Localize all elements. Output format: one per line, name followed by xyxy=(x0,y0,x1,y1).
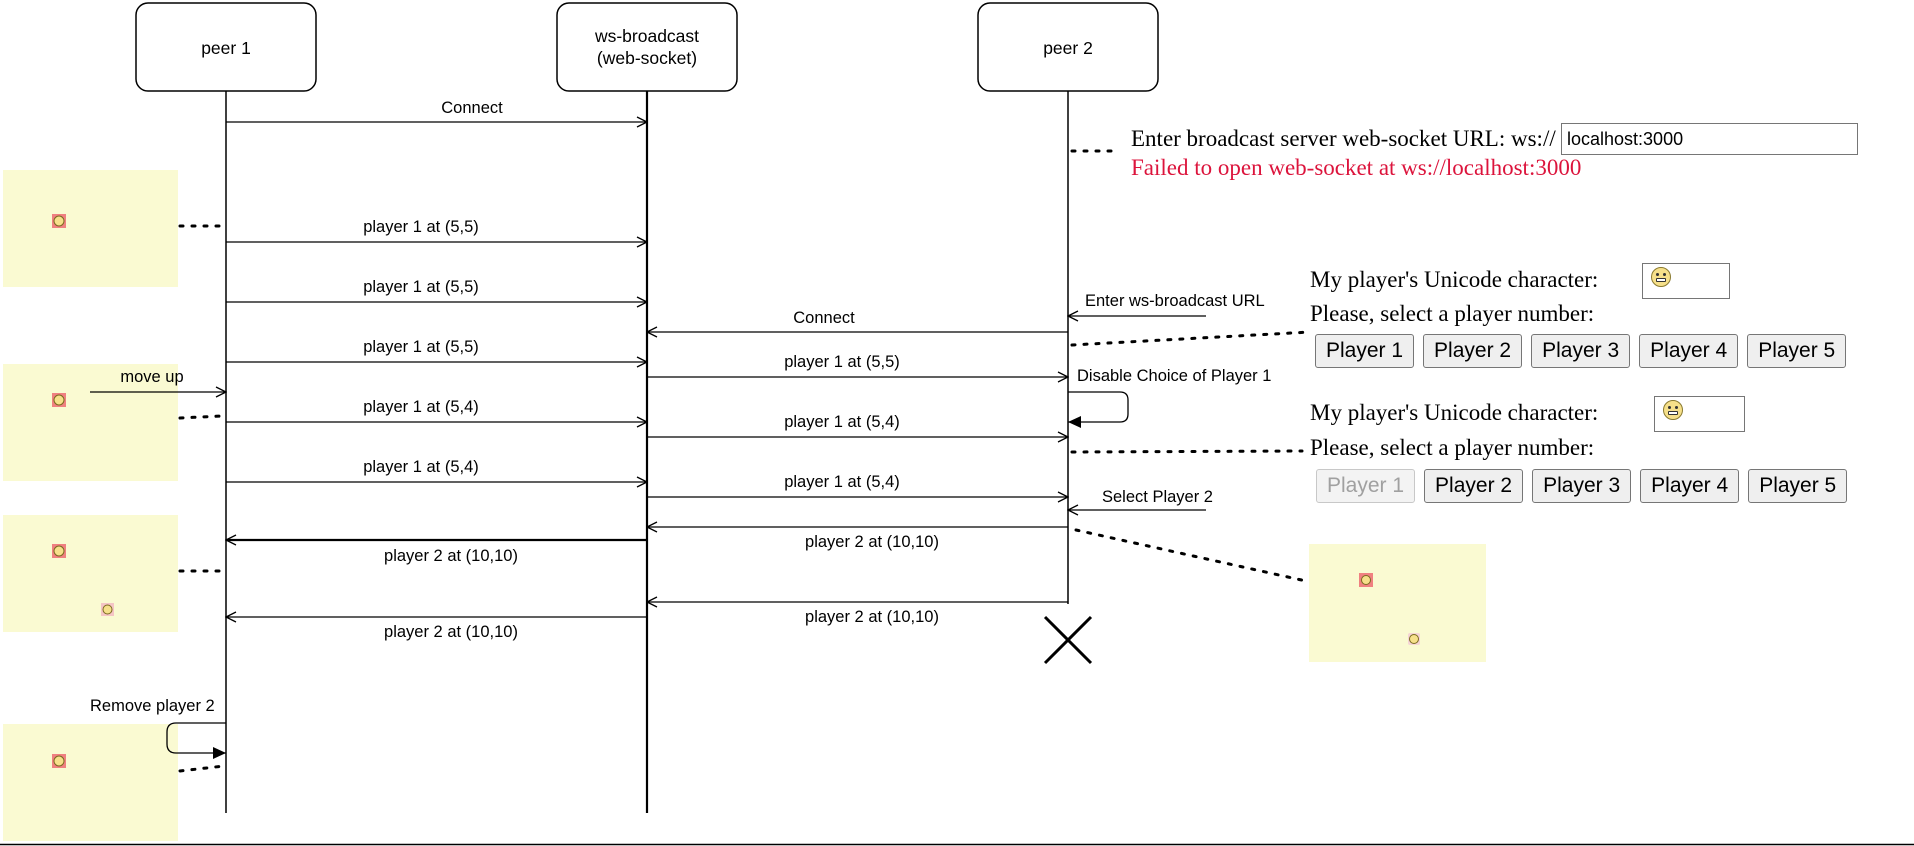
msg-fwd-p1-54-a-label: player 1 at (5,4) xyxy=(784,413,900,431)
player2-sprite xyxy=(1408,633,1420,645)
char-label-1: My player's Unicode character: xyxy=(1310,267,1599,292)
broadcast-to-peer1-messages: player 2 at (10,10) player 2 at (10,10) xyxy=(226,540,647,641)
player-5-button[interactable]: Player 5 xyxy=(1748,469,1848,503)
msg-p1-55-b-label: player 1 at (5,5) xyxy=(363,278,479,296)
msg-p1-54-b-label: player 1 at (5,4) xyxy=(363,458,479,476)
player-buttons-1: Player 1 Player 2 Player 3 Player 4 Play… xyxy=(1315,334,1847,368)
grinning-face-icon xyxy=(1651,267,1671,287)
msg-send-p2-1010-b-label: player 2 at (10,10) xyxy=(805,608,939,626)
player-4-button[interactable]: Player 4 xyxy=(1640,469,1740,503)
player1-face-icon xyxy=(53,394,65,406)
player2-face-icon xyxy=(102,604,113,615)
connect-error: Failed to open web-socket at ws://localh… xyxy=(1131,155,1582,180)
msg-p2-1010-a-label: player 2 at (10,10) xyxy=(384,547,518,565)
action-enter-url-label: Enter ws-broadcast URL xyxy=(1085,292,1265,310)
player-2-button[interactable]: Player 2 xyxy=(1423,334,1523,368)
msg-connect-1-label: Connect xyxy=(441,99,503,117)
peer1-canvas-1 xyxy=(3,170,178,287)
msg-fwd-p1-54-b-label: player 1 at (5,4) xyxy=(784,473,900,491)
msg-connect-2-label: Connect xyxy=(793,309,855,327)
char-input-1[interactable] xyxy=(1642,263,1730,299)
url-input[interactable] xyxy=(1561,123,1858,155)
msg-p1-55-c-label: player 1 at (5,5) xyxy=(363,338,479,356)
participants: peer 1 ws-broadcast (web-socket) peer 2 xyxy=(135,2,1159,92)
grinning-face-icon xyxy=(1663,400,1683,420)
player-4-button[interactable]: Player 4 xyxy=(1639,334,1739,368)
player-3-button[interactable]: Player 3 xyxy=(1531,334,1631,368)
peer1-canvas-3 xyxy=(3,515,178,632)
player2-face-icon xyxy=(1409,634,1419,644)
peer1-canvas-2 xyxy=(3,364,178,481)
msg-p1-55-a-label: player 1 at (5,5) xyxy=(363,218,479,236)
broadcast-label-1: ws-broadcast xyxy=(594,26,699,46)
broadcast-label-2: (web-socket) xyxy=(597,48,697,68)
action-move-up-label: move up xyxy=(120,368,183,386)
player1-face-icon xyxy=(1361,575,1371,585)
broadcast-box xyxy=(556,2,738,92)
connect-prompt: Enter broadcast server web-socket URL: w… xyxy=(1131,126,1556,151)
user-actions: move up Remove player 2 Enter ws-broadca… xyxy=(90,292,1271,759)
connector-peer2-canvas xyxy=(1074,528,1308,583)
char-input-2[interactable] xyxy=(1654,396,1745,432)
peer1-canvas-4 xyxy=(3,724,178,841)
dotted-connectors xyxy=(178,149,1312,773)
player-1-button-disabled: Player 1 xyxy=(1316,469,1416,503)
player1-sprite xyxy=(1359,573,1373,587)
player-5-button[interactable]: Player 5 xyxy=(1747,334,1847,368)
msg-fwd-p1-55-label: player 1 at (5,5) xyxy=(784,353,900,371)
peer2-label: peer 2 xyxy=(1043,38,1093,58)
connector-select-ui-2 xyxy=(1070,449,1304,454)
player1-face-icon xyxy=(53,215,65,227)
player1-face-icon xyxy=(53,755,65,767)
player-buttons-2: Player 1 Player 2 Player 3 Player 4 Play… xyxy=(1316,469,1848,503)
peer1-label: peer 1 xyxy=(201,38,251,58)
action-remove-player2 xyxy=(166,722,226,759)
action-disable-choice xyxy=(1068,391,1129,428)
action-disable-choice-label: Disable Choice of Player 1 xyxy=(1077,367,1271,385)
player-1-button[interactable]: Player 1 xyxy=(1315,334,1415,368)
connector-select-ui-1 xyxy=(1070,330,1312,347)
peer1-to-broadcast-messages: Connect player 1 at (5,5) player 1 at (5… xyxy=(226,99,647,482)
player1-face-icon xyxy=(53,545,65,557)
connector-canvas-4 xyxy=(178,764,226,773)
action-remove-player2-label: Remove player 2 xyxy=(90,697,215,715)
peer2-canvas xyxy=(1309,544,1486,662)
char-label-2: My player's Unicode character: xyxy=(1310,400,1599,425)
select-label-2: Please, select a player number: xyxy=(1310,435,1595,460)
msg-send-p2-1010-a-label: player 2 at (10,10) xyxy=(805,533,939,551)
peer2-broadcast-messages: Connect player 1 at (5,5) player 1 at (5… xyxy=(647,309,1068,626)
msg-p1-54-a-label: player 1 at (5,4) xyxy=(363,398,479,416)
action-select-player2-label: Select Player 2 xyxy=(1102,488,1213,506)
msg-p2-1010-b-label: player 2 at (10,10) xyxy=(384,623,518,641)
select-label-1: Please, select a player number: xyxy=(1310,301,1595,326)
connector-canvas-2 xyxy=(178,414,224,420)
player-2-button[interactable]: Player 2 xyxy=(1424,469,1524,503)
peer2-destroy-icon xyxy=(1043,615,1093,665)
player-3-button[interactable]: Player 3 xyxy=(1532,469,1632,503)
peer1-canvas-snapshots xyxy=(3,170,178,841)
